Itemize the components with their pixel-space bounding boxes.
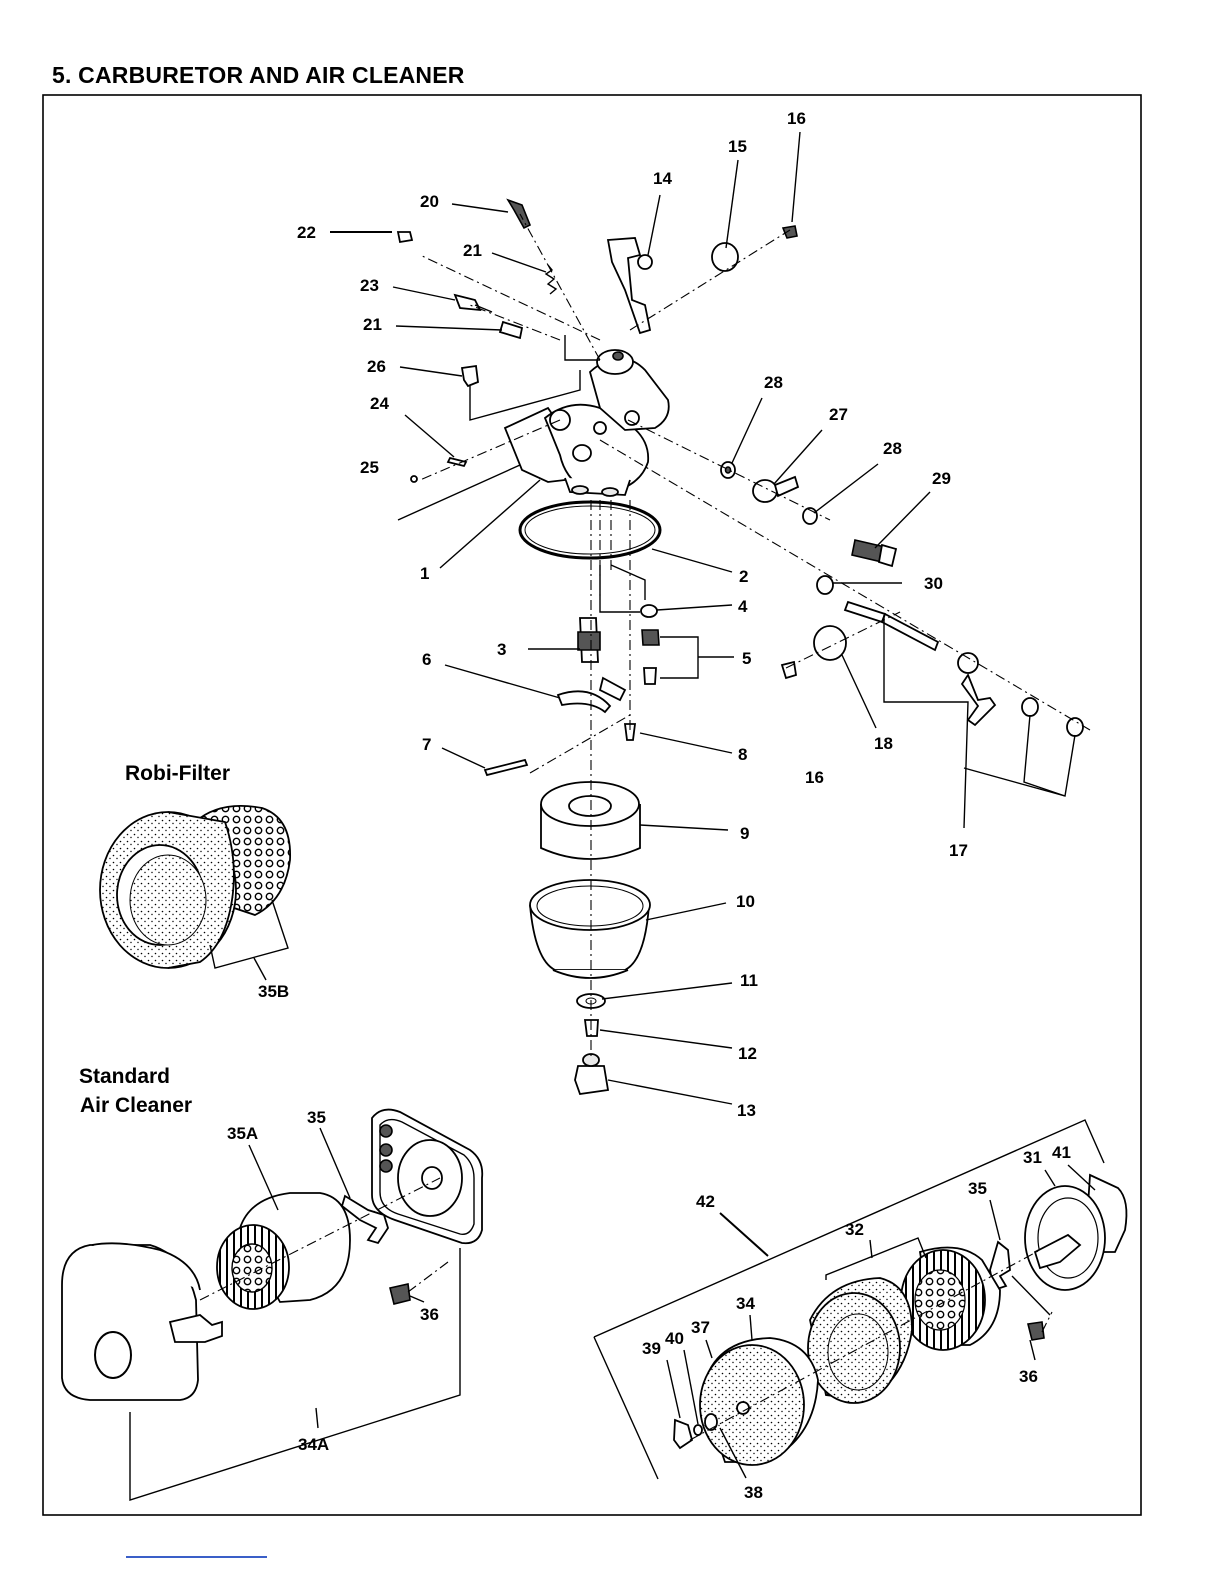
callout-31: 31: [1023, 1148, 1042, 1167]
callout-24: 24: [370, 394, 389, 413]
air-cleaner-assembly-42: [594, 1120, 1126, 1479]
callout-30: 30: [924, 574, 943, 593]
main-nozzle-3: [578, 618, 600, 662]
fitting-27: [753, 477, 798, 502]
needle-valve-20: [508, 200, 530, 228]
callout-18: 18: [874, 734, 893, 753]
callout-38: 38: [744, 1483, 763, 1502]
callout-17: 17: [949, 841, 968, 860]
callout-36-left: 36: [420, 1305, 439, 1324]
choke-plate-18: [814, 626, 846, 660]
needle-seat-5: [642, 630, 659, 684]
callout-40: 40: [665, 1329, 684, 1348]
standard-caption-line1: Standard: [79, 1065, 170, 1088]
callout-35-right: 35: [968, 1179, 987, 1198]
callout-2: 2: [739, 567, 748, 586]
bowl-nut-13: [575, 1054, 608, 1094]
callout-11: 11: [740, 971, 758, 990]
fitting-26: [462, 366, 478, 396]
washer-30: [817, 576, 833, 594]
callout-28-b: 28: [883, 439, 902, 458]
callout-36-right: 36: [1019, 1367, 1038, 1386]
callout-20: 20: [420, 192, 439, 211]
callout-21-upper: 21: [463, 241, 482, 260]
carburetor-body: [505, 350, 669, 496]
callout-35A: 35A: [227, 1124, 258, 1143]
callout-14: 14: [653, 169, 672, 188]
callout-15: 15: [728, 137, 747, 156]
callout-25: 25: [360, 458, 379, 477]
screw-16-top: [783, 226, 797, 238]
callout-16-top: 16: [787, 109, 806, 128]
throttle-lever-14: [608, 238, 652, 333]
callout-41: 41: [1052, 1143, 1071, 1162]
callout-32: 32: [845, 1220, 864, 1239]
callout-5: 5: [742, 649, 751, 668]
callout-1: 1: [420, 564, 429, 583]
callout-28-a: 28: [764, 373, 783, 392]
callout-35-left: 35: [307, 1108, 326, 1127]
callout-27: 27: [829, 405, 848, 424]
washer-28-a-hole: [726, 467, 731, 473]
screw-22: [398, 232, 412, 242]
ball-25: [411, 476, 417, 482]
idle-screw-23: [455, 295, 492, 312]
standard-caption-line2: Air Cleaner: [80, 1094, 192, 1117]
callout-10: 10: [736, 892, 755, 911]
callout-3: 3: [497, 640, 506, 659]
float-bowl-10: [530, 880, 650, 978]
callout-12: 12: [738, 1044, 757, 1063]
callout-39: 39: [642, 1339, 661, 1358]
callout-26: 26: [367, 357, 386, 376]
callout-42: 42: [696, 1192, 715, 1211]
robi-filter-caption: Robi-Filter: [125, 762, 230, 785]
throttle-plate-15: [712, 243, 738, 271]
callout-23: 23: [360, 276, 379, 295]
washer-4: [641, 605, 657, 617]
callout-6: 6: [422, 650, 431, 669]
footer-rule: [126, 1556, 267, 1558]
float-pin-7: [485, 760, 527, 775]
callout-16-mid: 16: [805, 768, 824, 787]
callout-9: 9: [740, 824, 749, 843]
callout-35B: 35B: [258, 982, 289, 1001]
robi-filter-assembly: [100, 806, 290, 980]
bolt-29: [852, 540, 896, 566]
callout-13: 13: [737, 1101, 756, 1120]
callout-22: 22: [297, 223, 316, 242]
callout-21-lower: 21: [363, 315, 382, 334]
carburetor-callouts: [330, 132, 1075, 1104]
callout-37: 37: [691, 1318, 710, 1337]
callout-29: 29: [932, 469, 951, 488]
callout-7: 7: [422, 735, 431, 754]
spring-21-upper: [546, 265, 556, 294]
callout-8: 8: [738, 745, 747, 764]
callout-4: 4: [738, 597, 748, 616]
choke-shaft-17: [845, 602, 1083, 736]
callout-34: 34: [736, 1294, 755, 1313]
callout-34A: 34A: [298, 1435, 329, 1454]
gasket-2: [520, 502, 660, 558]
